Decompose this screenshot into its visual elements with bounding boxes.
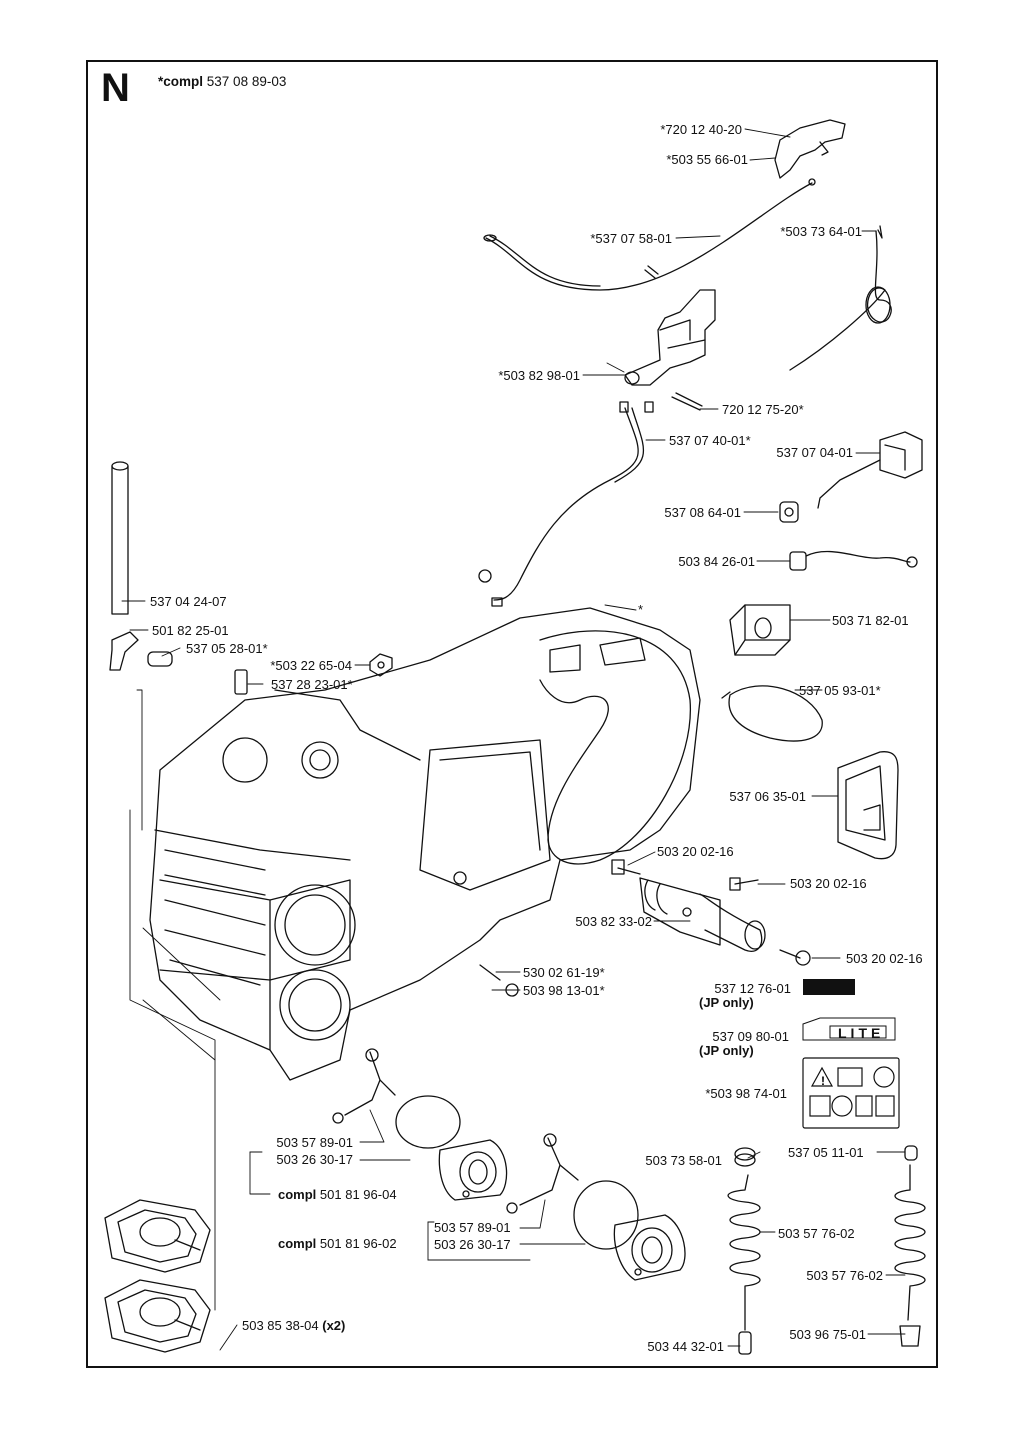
assembly-title-number: 537 08 89-03	[206, 74, 287, 89]
label-p3: *537 07 58-01	[590, 231, 672, 246]
label-p2: *503 55 66-01	[666, 152, 748, 167]
label-p35: 537 05 11-01	[788, 1145, 864, 1160]
label-p4: *503 73 64-01	[780, 224, 862, 239]
label-p21: 503 20 02-16	[790, 876, 867, 891]
label-p33-group: compl 501 81 96-04	[278, 1188, 397, 1201]
label-p13: 501 82 25-01	[152, 623, 229, 638]
label-p33-compl: compl	[278, 1187, 317, 1202]
label-p36: 503 57 89-01	[434, 1220, 511, 1235]
label-p8: 537 07 04-01	[776, 445, 853, 460]
label-p43: 503 96 75-01	[789, 1327, 866, 1342]
label-p26: 537 12 76-01	[714, 981, 791, 996]
label-p1: *720 12 40-20	[660, 122, 742, 137]
label-p40: 503 57 76-02	[806, 1268, 883, 1283]
label-p30: *503 98 74-01	[705, 1086, 787, 1101]
assembly-title: *compl 537 08 89-03	[158, 74, 286, 89]
lite-decal-text: LITE	[838, 1025, 885, 1041]
label-p27: (JP only)	[699, 995, 754, 1010]
label-p10: 503 84 26-01	[678, 554, 755, 569]
label-p17: 503 71 82-01	[832, 613, 909, 628]
label-p41: 503 85 38-04	[242, 1318, 319, 1333]
label-p19: 537 06 35-01	[729, 789, 806, 804]
label-p42: 503 44 32-01	[647, 1339, 724, 1354]
label-p22: 503 82 33-02	[575, 914, 652, 929]
label-p39: 503 57 76-02	[778, 1226, 855, 1241]
jp-decal-black	[803, 979, 855, 995]
label-p32: 503 26 30-17	[276, 1152, 353, 1167]
label-p24: 530 02 61-19*	[523, 965, 605, 980]
section-letter: N	[101, 66, 130, 110]
label-p25: 503 98 13-01*	[523, 983, 605, 998]
label-p12: *	[638, 602, 644, 617]
label-p41-group: 503 85 38-04 (x2)	[242, 1319, 345, 1332]
label-p38: 501 81 96-02	[319, 1236, 397, 1251]
label-p14: 537 05 28-01*	[186, 641, 268, 656]
label-p20: 503 20 02-16	[657, 844, 734, 859]
label-p9: 537 08 64-01	[664, 505, 741, 520]
label-p6: 720 12 75-20*	[722, 402, 804, 417]
label-p37: 503 26 30-17	[434, 1237, 511, 1252]
label-p38-compl: compl	[278, 1236, 317, 1251]
label-p29: (JP only)	[699, 1043, 754, 1058]
assembly-title-prefix: *compl	[158, 74, 204, 89]
label-p16: 537 28 23-01*	[271, 677, 353, 692]
label-p34: 503 73 58-01	[645, 1153, 722, 1168]
diagram-frame	[86, 60, 938, 1368]
label-p5: *503 82 98-01	[498, 368, 580, 383]
label-p31: 503 57 89-01	[276, 1135, 353, 1150]
svg-text:!: !	[821, 1074, 825, 1088]
label-p38-group: compl 501 81 96-02	[278, 1237, 397, 1250]
label-p11: 537 04 24-07	[150, 594, 227, 609]
label-p18: 537 05 93-01*	[799, 683, 881, 698]
label-p41-qty: (x2)	[322, 1318, 346, 1333]
label-p23: 503 20 02-16	[846, 951, 923, 966]
label-p28: 537 09 80-01	[712, 1029, 789, 1044]
label-p15: *503 22 65-04	[270, 658, 352, 673]
label-p33: 501 81 96-04	[319, 1187, 397, 1202]
label-p7: 537 07 40-01*	[669, 433, 751, 448]
